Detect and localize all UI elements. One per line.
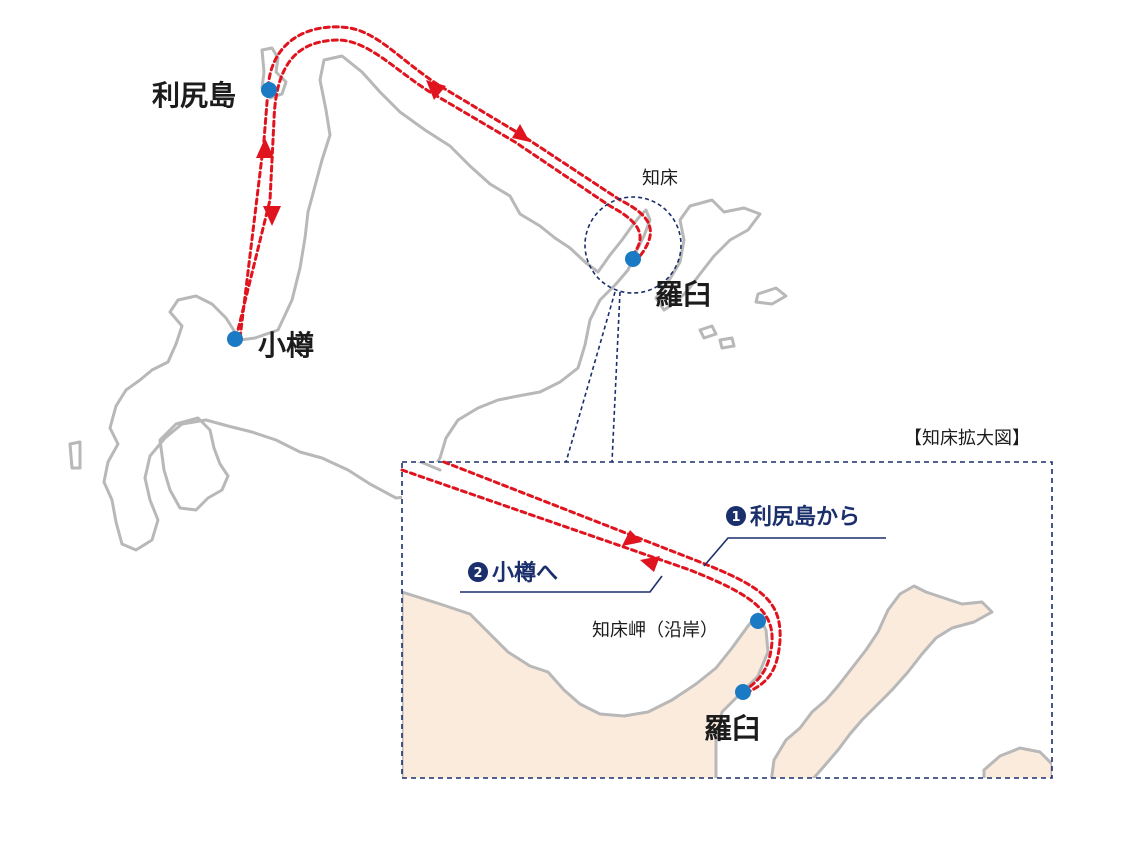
- route-arrow-south: [263, 206, 281, 226]
- route-arrow-west: [426, 80, 446, 100]
- inset-route-from-rishiri: [442, 460, 782, 694]
- inset-title: 【知床拡大図】: [904, 428, 1030, 449]
- route1-number: 1: [731, 510, 740, 525]
- route-arrow-east: [512, 124, 530, 142]
- otaru-label: 小樽: [258, 329, 314, 362]
- small-island-outline: [754, 286, 788, 306]
- shiretoko-label: 知床: [642, 168, 678, 189]
- route2-badge: [468, 562, 488, 582]
- route-arrow-north: [256, 138, 274, 158]
- shiretoko-zoom-circle: [584, 196, 682, 294]
- zoom-connector-left: [565, 291, 616, 463]
- route1-leader: [703, 537, 886, 567]
- inset-frame: [401, 461, 1053, 779]
- rausu-marker: [625, 251, 641, 267]
- inset-north-coast: [417, 462, 442, 472]
- inset-kunashiri-land: [770, 584, 994, 778]
- rishiri-island-outline: [260, 46, 288, 100]
- inset-route-to-otaru: [400, 468, 774, 694]
- inset-arrow-west: [640, 556, 660, 572]
- rausu-inset-label: 羅臼: [704, 712, 760, 745]
- hokkaido-outline: [102, 54, 652, 552]
- small-island-outline: [718, 336, 736, 350]
- rausu-inset-marker: [735, 684, 751, 700]
- route2-number: 2: [473, 566, 482, 581]
- shiretoko-cape-marker: [750, 613, 766, 629]
- shiretoko-inset: 1 利尻島から 2 小樽へ 知床岬（沿岸） 羅臼 【知床拡大図】: [400, 428, 1053, 779]
- route1-label: 利尻島から: [750, 504, 860, 530]
- inset-small-island-land: [982, 746, 1052, 778]
- route-return-line: [234, 38, 642, 340]
- route2-leader: [460, 575, 663, 593]
- rishiri-marker: [261, 82, 277, 98]
- route1-badge: [726, 506, 746, 526]
- hokkaido-coastline: [68, 46, 788, 552]
- rishiri-label: 利尻島: [152, 79, 236, 112]
- small-island-outline: [698, 324, 718, 340]
- route2-label: 小樽へ: [492, 560, 558, 586]
- inset-peninsula-land: [402, 590, 770, 778]
- inset-arrow-east: [622, 530, 642, 546]
- okushiri-island-outline: [68, 440, 82, 470]
- main-route: [234, 25, 652, 340]
- route-outbound-line: [238, 25, 652, 340]
- rausu-label: 羅臼: [655, 278, 711, 311]
- uchiura-bay-outline: [158, 416, 230, 512]
- zoom-connector-right: [611, 291, 621, 463]
- kuril-islands-outline: [654, 198, 762, 312]
- otaru-marker: [227, 331, 243, 347]
- shiretoko-cape-label: 知床岬（沿岸）: [592, 620, 718, 641]
